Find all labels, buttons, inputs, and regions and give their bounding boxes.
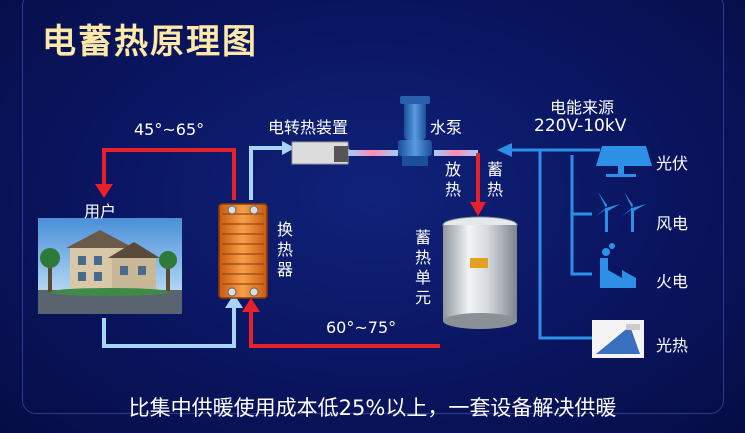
hot-supply-pipe [95,148,236,200]
storage-tank [442,216,518,329]
content-frame [22,0,724,414]
discharge-label: 放热 [444,160,461,199]
solar-panel-icon [596,146,652,177]
heat-exchanger [218,203,268,299]
hot-return-pipe [242,298,440,348]
power-arrow [497,143,512,157]
converter-label: 电转热装置 [268,118,349,137]
heated-pipe [348,150,478,156]
power-lines [508,148,600,340]
page-title: 电蓄热原理图 [42,22,258,62]
tank-logo [470,258,488,268]
source-label-wind: 风电 [656,214,689,233]
heat-converter-device [291,141,350,165]
pump-label: 水泵 [430,118,463,137]
source-label-thermal-power: 火电 [656,272,689,291]
cold-return-pipe [102,294,243,348]
power-source-label: 电能来源 [550,98,615,117]
charge-pipe [470,153,486,216]
user-house-image [38,218,182,314]
voltage-label: 220V-10kV [534,116,627,136]
charge-label: 蓄热 [486,160,503,199]
solar-thermal-icon [592,320,644,358]
supply-temperature: 45°~65° [134,120,205,139]
bottom-caption: 比集中供暖使用成本低25%以上，一套设备解决供暖 [128,396,617,420]
return-temperature: 60°~75° [326,318,397,337]
cold-pipe-to-converter [249,141,295,200]
power-plant-icon [600,243,636,288]
source-label-solar-thermal: 光热 [656,336,689,355]
storage-unit-label: 蓄热单元 [414,228,431,307]
source-label-solar-pv: 光伏 [656,154,689,173]
heat-exchanger-label: 换热器 [276,220,293,279]
water-pump [398,96,432,166]
user-label: 用户 [84,202,117,221]
wind-turbine-icon [596,192,646,232]
